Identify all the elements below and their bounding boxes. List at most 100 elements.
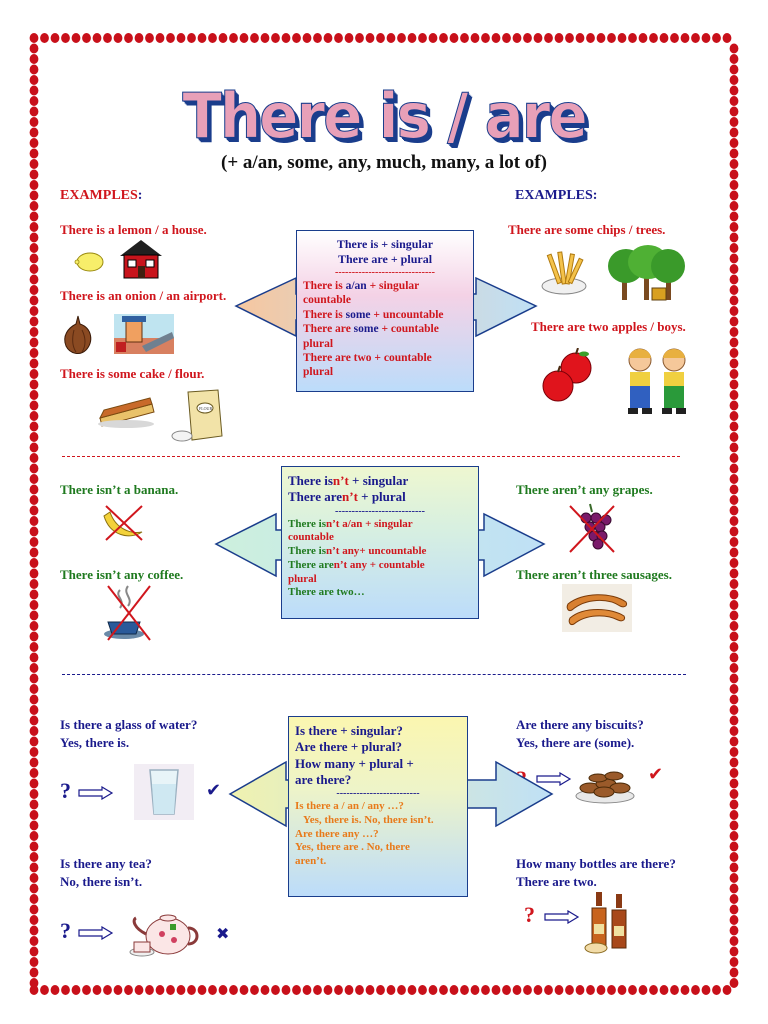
border-dot (124, 985, 133, 995)
border-dot (729, 190, 739, 201)
border-dot (729, 631, 739, 642)
border-dot (29, 873, 39, 883)
rule-box-questions: Is there + singular? Are there + plural?… (288, 716, 468, 897)
border-dot (29, 295, 39, 306)
border-dot (586, 33, 595, 43)
border-dot (729, 684, 739, 694)
border-dot (418, 33, 427, 43)
example-lemon-house: There is a lemon / a house. (60, 222, 207, 237)
border-dot (729, 705, 739, 715)
example-arent-grapes: There aren’t any grapes. (516, 482, 653, 497)
border-dot (729, 117, 739, 127)
border-dot (218, 33, 228, 43)
border-dot (729, 453, 739, 463)
border-dot (166, 33, 175, 43)
rule-are-there-any: Are there any …? (295, 827, 379, 840)
rule-are-there: are there? (295, 771, 352, 787)
border-dot (134, 33, 144, 43)
border-dot (29, 915, 39, 925)
boys-icon (628, 348, 686, 414)
border-dot (197, 33, 207, 43)
border-dot (271, 985, 280, 995)
border-dot (729, 831, 739, 841)
border-dot (729, 726, 739, 736)
border-dot (29, 736, 39, 747)
border-dot (29, 117, 39, 127)
section-divider-2 (62, 674, 686, 675)
border-dot (29, 201, 39, 211)
border-dot (729, 757, 739, 768)
rule-some-c-text: There are (303, 323, 354, 336)
rule-some-u-text: There is (303, 308, 346, 321)
border-dot (82, 33, 91, 43)
border-dot (29, 358, 39, 369)
rule-arent-b: n’t (342, 489, 358, 505)
border-dot (145, 985, 154, 995)
check-mark-red-icon: ✔ (648, 764, 664, 784)
border-dot (470, 985, 480, 995)
border-dot (596, 33, 606, 43)
r3a: There are (288, 558, 334, 571)
border-dot (29, 421, 39, 432)
rule-separator: ------------------------------ (335, 267, 435, 278)
border-dot (344, 33, 354, 43)
border-dot (729, 904, 739, 915)
border-dot (92, 985, 102, 995)
border-dot (729, 820, 739, 831)
cross-mark-icon: ✖ (216, 926, 230, 943)
border-dot (29, 516, 39, 526)
border-dot (729, 64, 739, 75)
border-dot (729, 526, 739, 537)
border-dot (334, 985, 343, 995)
border-dot (292, 33, 301, 43)
border-dot (113, 985, 123, 995)
border-dot (729, 862, 739, 873)
border-dot (376, 985, 385, 995)
rule-some-c-plural: plural (303, 337, 334, 350)
border-dot (82, 985, 91, 995)
border-dot (355, 985, 364, 995)
border-dot (355, 33, 364, 43)
example-cake-flour: There is some cake / flour. (60, 366, 205, 381)
question-any-biscuits: Are there any biscuits? (516, 717, 644, 732)
border-dot (512, 985, 522, 995)
rule-isnt-a: There is (288, 473, 333, 488)
check-mark-icon: ✔ (206, 780, 222, 800)
question-glass-water: Is there a glass of water? (60, 717, 198, 732)
border-dot (113, 33, 123, 43)
rule-arent-a: There are (288, 489, 343, 505)
border-dot (29, 967, 39, 978)
border-dot (523, 33, 532, 43)
border-dot (29, 631, 39, 642)
border-dot (491, 985, 501, 995)
border-dot (145, 33, 154, 43)
border-dot (729, 789, 739, 799)
border-dot (729, 85, 739, 96)
rule-box-affirmative: There is + singular There are + plural -… (296, 230, 474, 392)
border-dot (29, 925, 39, 936)
border-dot (29, 484, 39, 495)
rule-two-plural: plural (303, 366, 334, 379)
teapot-icon (129, 914, 199, 957)
border-dot (29, 663, 39, 673)
border-dot (565, 33, 574, 43)
border-dot (512, 33, 522, 43)
border-dot (365, 33, 375, 43)
border-dot (239, 985, 249, 995)
border-dot (617, 33, 627, 43)
answer-there-are-two: There are two. (516, 874, 597, 889)
border-dot (29, 253, 39, 264)
border-dot (729, 54, 739, 64)
border-dot (29, 232, 39, 243)
border-dot (29, 757, 39, 768)
border-dot (729, 558, 739, 568)
border-dot (29, 747, 39, 757)
question-any-tea: Is there any tea? (60, 856, 152, 871)
question-mark-1: ? (60, 778, 71, 803)
border-dot (607, 33, 616, 43)
examples-heading-right: EXAMPLES: (515, 188, 598, 203)
border-dot (523, 985, 532, 995)
border-dot (659, 33, 669, 43)
